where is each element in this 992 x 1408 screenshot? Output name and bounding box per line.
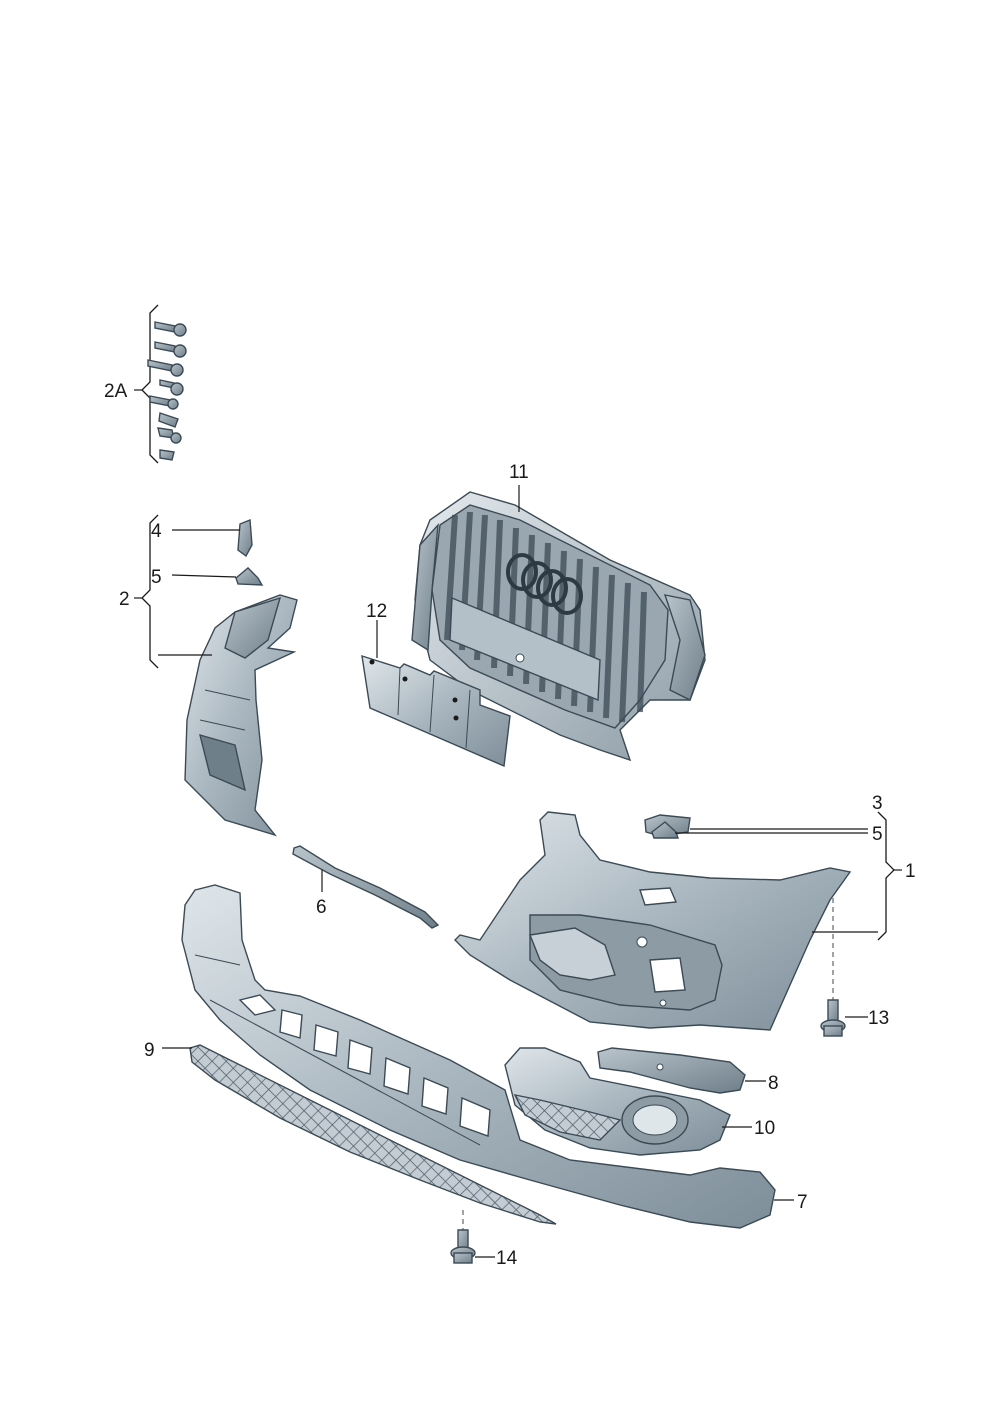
left-washer-nozzle-cap xyxy=(237,518,253,558)
lower-spoiler xyxy=(181,884,776,1229)
callout-6: 6 xyxy=(316,897,327,918)
callout-12: 12 xyxy=(366,601,387,622)
lower-grille xyxy=(189,1044,557,1225)
callout-2a: 2A xyxy=(104,381,128,402)
callout-4: 4 xyxy=(151,521,162,542)
callout-13: 13 xyxy=(868,1008,889,1029)
screw-set xyxy=(134,304,187,464)
callout-5-right: 5 xyxy=(872,824,883,845)
right-cap-holder xyxy=(651,821,679,839)
fog-lamp-trim xyxy=(597,1047,746,1094)
callout-11: 11 xyxy=(509,462,529,483)
trim-strip xyxy=(292,845,440,929)
callout-2: 2 xyxy=(119,589,130,610)
license-plate-bracket xyxy=(361,654,511,768)
screw-14 xyxy=(450,1210,476,1264)
fog-lamp-grille xyxy=(504,1047,731,1156)
callout-10: 10 xyxy=(754,1118,775,1139)
callout-3: 3 xyxy=(872,793,883,814)
callout-labels: 2A 11 4 5 2 12 3 5 1 6 13 9 8 10 7 14 xyxy=(104,381,916,1269)
callout-9: 9 xyxy=(144,1040,155,1061)
left-cap-holder xyxy=(235,567,264,586)
callout-1: 1 xyxy=(905,861,916,882)
callout-7: 7 xyxy=(797,1192,808,1213)
callout-8: 8 xyxy=(768,1073,779,1094)
screw-13 xyxy=(820,898,846,1037)
radiator-grille xyxy=(411,491,706,762)
bumper-cover xyxy=(454,811,852,1031)
callout-5-left: 5 xyxy=(151,567,162,588)
callout-14: 14 xyxy=(496,1248,518,1269)
left-bracket xyxy=(184,594,298,837)
leader-lines xyxy=(134,485,902,1258)
